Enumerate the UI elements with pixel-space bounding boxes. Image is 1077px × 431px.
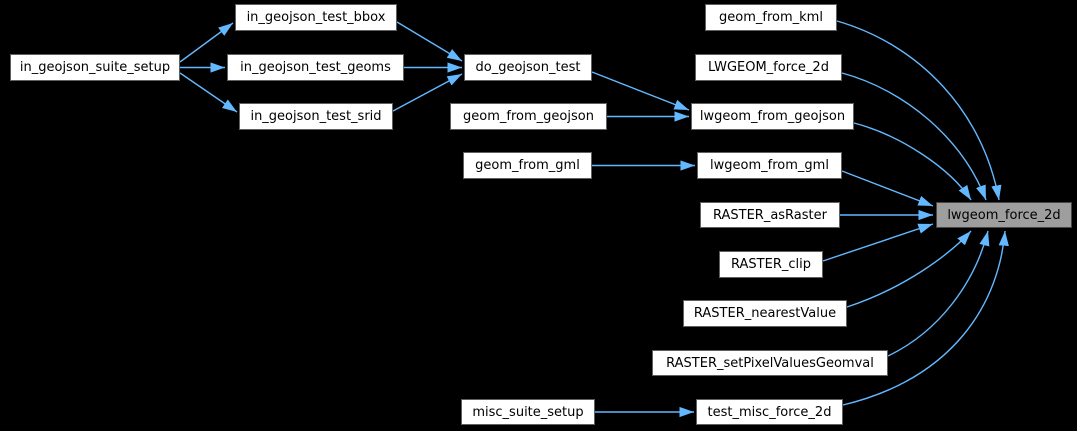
node-test_misc_force_2d[interactable]: test_misc_force_2d	[696, 399, 843, 425]
node-misc_suite_setup[interactable]: misc_suite_setup	[461, 399, 595, 425]
edge-LWGEOM_force_2d-lwgeom_force_2d	[841, 72, 987, 201]
node-geom_from_gml[interactable]: geom_from_gml	[463, 152, 592, 179]
node-RASTER_setPixelValuesGeomval[interactable]: RASTER_setPixelValuesGeomval	[652, 350, 888, 376]
node-lwgeom_from_geojson[interactable]: lwgeom_from_geojson	[691, 103, 854, 130]
edge-geom_from_kml-lwgeom_force_2d	[836, 20, 1002, 201]
node-RASTER_asRaster[interactable]: RASTER_asRaster	[700, 202, 840, 228]
edge-RASTER_clip-lwgeom_force_2d	[822, 223, 934, 262]
edge-in_geojson_test_bbox-do_geojson_test	[396, 21, 463, 62]
edge-lwgeom_from_geojson-lwgeom_force_2d	[853, 122, 972, 201]
node-in_geojson_test_geoms[interactable]: in_geojson_test_geoms	[227, 54, 404, 81]
node-in_geojson_test_srid[interactable]: in_geojson_test_srid	[239, 103, 393, 130]
node-in_geojson_test_bbox[interactable]: in_geojson_test_bbox	[235, 4, 397, 31]
node-lwgeom_force_2d: lwgeom_force_2d	[936, 202, 1072, 228]
edge-do_geojson_test-lwgeom_from_geojson	[591, 71, 690, 111]
edge-in_geojson_test_srid-do_geojson_test	[392, 73, 463, 112]
edge-in_geojson_suite_setup-in_geojson_test_bbox	[179, 22, 234, 63]
node-do_geojson_test[interactable]: do_geojson_test	[464, 54, 592, 81]
edge-lwgeom_from_gml-lwgeom_force_2d	[841, 170, 934, 207]
edge-RASTER_nearestValue-lwgeom_force_2d	[846, 230, 972, 308]
edge-in_geojson_suite_setup-in_geojson_test_srid	[179, 72, 238, 113]
edge-RASTER_setPixelValuesGeomval-lwgeom_force_2d	[887, 230, 990, 357]
node-RASTER_clip[interactable]: RASTER_clip	[719, 251, 823, 278]
node-lwgeom_from_gml[interactable]: lwgeom_from_gml	[697, 152, 842, 179]
edge-test_misc_force_2d-lwgeom_force_2d	[842, 230, 1009, 406]
node-LWGEOM_force_2d[interactable]: LWGEOM_force_2d	[695, 54, 842, 81]
node-geom_from_kml[interactable]: geom_from_kml	[705, 4, 837, 31]
node-RASTER_nearestValue[interactable]: RASTER_nearestValue	[683, 300, 847, 327]
node-in_geojson_suite_setup[interactable]: in_geojson_suite_setup	[10, 54, 180, 81]
node-geom_from_geojson[interactable]: geom_from_geojson	[450, 103, 607, 130]
